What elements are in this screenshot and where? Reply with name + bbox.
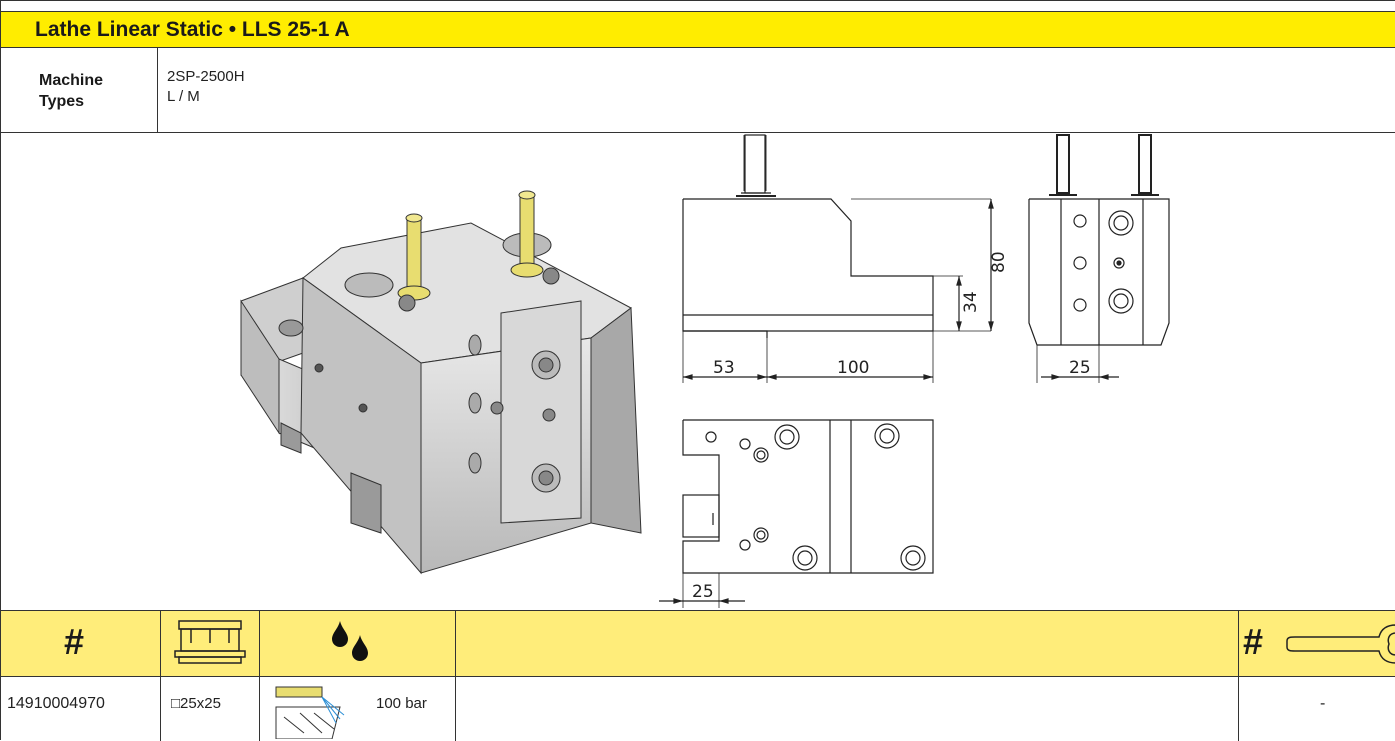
dim-100: 100 <box>837 358 869 378</box>
front-view-drawing <box>1028 134 1170 383</box>
coolant-drops-icon <box>332 621 368 661</box>
page-title: Lathe Linear Static • LLS 25-1 A <box>35 18 350 41</box>
machine-types-row: Machine Types 2SP-2500H L / M <box>1 48 1395 133</box>
wrench-number-symbol: # <box>1243 621 1264 662</box>
machine-type-1: 2SP-2500H <box>167 68 245 85</box>
coolant-cell: 100 bar <box>260 677 456 741</box>
side-view-drawing <box>682 134 994 383</box>
coolant-pressure: 100 bar <box>376 695 427 712</box>
title-bar: Lathe Linear Static • LLS 25-1 A <box>1 11 1395 48</box>
machine-types-label: Machine Types <box>39 72 104 110</box>
technical-drawings: 53 100 80 34 <box>240 134 1170 608</box>
part-number-cell: 14910004970 <box>1 677 161 741</box>
part-number: 14910004970 <box>7 695 105 712</box>
dim-53: 53 <box>713 358 735 378</box>
table-header: # # <box>1 611 1395 677</box>
coolant-nozzle-icon <box>275 686 345 739</box>
brass-screw-1 <box>406 217 422 294</box>
dim-25-front: 25 <box>1069 358 1091 378</box>
machine-type-2: L / M <box>167 88 200 105</box>
table-row: 14910004970 □25x25 100 bar - <box>1 677 1395 741</box>
row-empty-cell <box>456 677 1239 741</box>
wrench-value: - <box>1320 695 1326 712</box>
drawing-area: 53 100 80 34 <box>1 133 1395 611</box>
header-empty-cell <box>456 611 1239 676</box>
dim-34: 34 <box>961 291 981 313</box>
header-wrench-cell: # <box>1239 611 1395 676</box>
header-number-cell: # <box>1 611 161 676</box>
wrench-cell: - <box>1239 677 1395 741</box>
machine-types-values: 2SP-2500H L / M <box>167 67 245 107</box>
header-collet-cell <box>161 611 260 676</box>
machine-types-label-cell: Machine Types <box>1 48 158 132</box>
header-coolant-cell <box>260 611 456 676</box>
tool-holder-3d-view <box>240 190 642 575</box>
shank-cell: □25x25 <box>161 677 260 741</box>
brass-screw-2 <box>519 194 535 271</box>
collet-icon <box>174 620 246 664</box>
dim-80: 80 <box>989 251 1009 273</box>
wrench-icon <box>1286 624 1395 664</box>
number-symbol: # <box>64 621 85 662</box>
dim-25-top: 25 <box>692 582 714 602</box>
shank-size: □25x25 <box>171 695 221 712</box>
top-view-drawing <box>659 419 934 608</box>
